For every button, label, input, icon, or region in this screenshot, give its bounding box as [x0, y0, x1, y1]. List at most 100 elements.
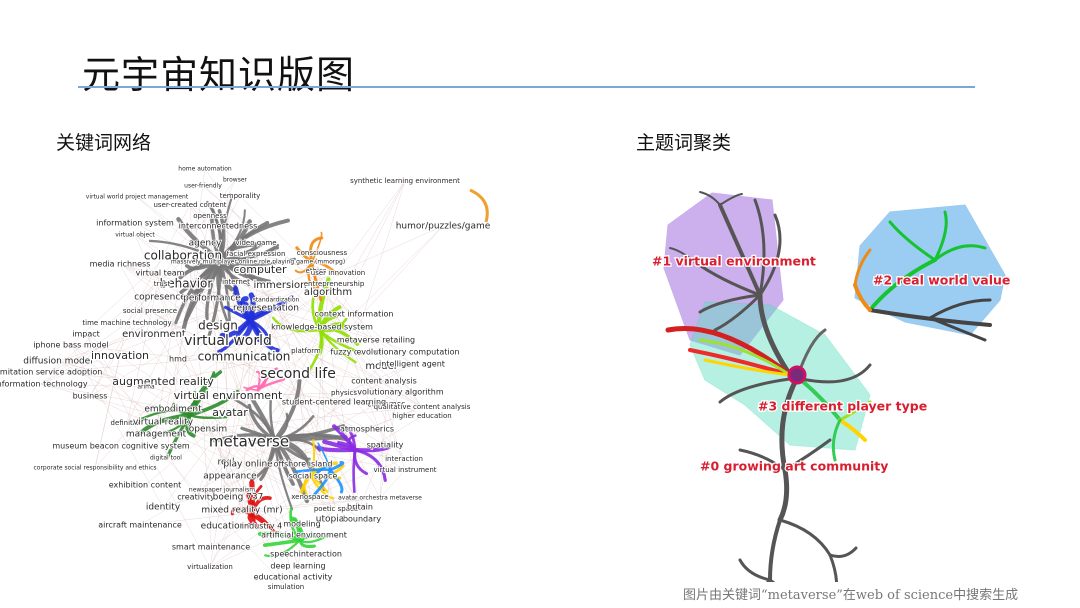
network-keyword: synthetic learning environment — [350, 177, 460, 185]
keyword-network-heading: 关键词网络 — [56, 132, 152, 154]
network-keyword: digital tool — [150, 455, 182, 462]
image-source-caption: 图片由关键词“metaverse”在web of science中搜索生成 — [683, 588, 1019, 603]
network-keyword: smart maintenance — [172, 543, 250, 552]
network-keyword: virtual environment — [174, 389, 283, 402]
network-keyword: interconnectedness — [179, 222, 258, 231]
network-keyword: definition — [111, 419, 144, 427]
network-keyword: second life — [260, 366, 336, 382]
network-keyword: user-friendly — [184, 183, 222, 190]
network-keyword: avatar — [212, 406, 248, 419]
network-keyword: openness — [193, 212, 227, 220]
network-keyword: play online — [223, 460, 273, 470]
network-keyword: offshore island — [274, 460, 333, 469]
network-keyword: business — [73, 392, 108, 401]
network-keyword: museum beacon cognitive system — [52, 442, 190, 451]
network-keyword: metaverse — [209, 433, 289, 451]
network-keyword: student-centered learning — [282, 398, 386, 407]
network-keyword: educational activity — [254, 573, 333, 582]
network-keyword: atmospherics — [340, 425, 394, 434]
cluster-label: #0 growing art community — [700, 459, 888, 474]
network-keyword: deep learning — [270, 562, 325, 571]
network-keyword: impact — [72, 330, 100, 339]
network-keyword: xenospace — [291, 493, 329, 501]
network-keyword: standardization — [253, 297, 300, 304]
title-underline — [78, 86, 975, 88]
network-keyword: humor/puzzles/game — [396, 222, 491, 232]
network-keyword: exhibition content — [109, 481, 182, 490]
network-keyword: temporality — [220, 192, 261, 200]
network-keyword: simulation — [268, 583, 305, 591]
network-keyword: customer — [367, 400, 405, 409]
network-keyword: opensim — [189, 425, 227, 435]
network-keyword: platform — [291, 347, 321, 355]
network-keyword: ethics — [306, 267, 327, 275]
network-keyword: appearance — [203, 472, 257, 482]
network-keyword: augmented reality — [112, 375, 214, 388]
network-keyword: trust — [154, 280, 171, 288]
network-keyword: design — [198, 319, 238, 333]
network-keyword: facial expression — [227, 250, 286, 258]
network-keyword: artificial environment — [261, 531, 347, 540]
network-keyword: creativity — [177, 493, 215, 502]
network-keyword: model — [365, 361, 396, 372]
network-keyword: virtual team — [136, 269, 185, 278]
network-keyword: avatar orchestra metaverse — [338, 495, 422, 502]
network-keyword: speechinteraction — [270, 550, 342, 559]
network-keyword: virtual instrument — [374, 466, 437, 474]
network-keyword: immersion — [254, 280, 307, 291]
network-keyword: industry 4 — [242, 522, 282, 531]
network-keyword: representation — [233, 304, 299, 314]
network-keyword: virtual object — [115, 232, 155, 239]
network-keyword: virtual world — [184, 333, 272, 349]
cluster-label: #1 virtual environment — [652, 254, 816, 269]
network-keyword: education — [201, 522, 246, 532]
network-keyword: algorithm — [304, 287, 352, 298]
topic-cluster-graph: #1 virtual environment#2 real world valu… — [651, 191, 1012, 582]
network-keyword: diffusion model — [23, 357, 92, 367]
network-keyword: newspaper journalism — [189, 487, 255, 494]
network-keyword: arima — [137, 384, 155, 391]
network-keyword: corporate social responsibility and ethi… — [33, 465, 156, 472]
network-keyword: embodiment — [144, 405, 202, 415]
network-keyword: hmd — [169, 355, 187, 364]
network-keyword: evolutionary algorithm — [352, 388, 443, 397]
network-edges — [40, 168, 489, 588]
network-keyword: intelligent agent — [379, 360, 445, 369]
network-keyword: agency — [189, 239, 222, 249]
cluster-branches — [665, 191, 992, 582]
network-keyword: communication — [198, 350, 291, 364]
network-keyword: higher education — [392, 412, 451, 420]
slide-title: 元宇宙知识版图 — [82, 53, 356, 97]
network-keyword: information technology — [0, 380, 88, 389]
network-keyword: entrepreneurship — [304, 280, 365, 288]
network-keyword: performance — [183, 294, 241, 304]
network-keyword: innovation — [91, 349, 149, 362]
network-keyword: fuzzy control — [330, 348, 381, 357]
cluster-labels: #1 virtual environment#2 real world valu… — [651, 252, 1012, 475]
network-keyword: evolutionary computation — [356, 348, 459, 357]
network-keyword: information system — [96, 219, 174, 228]
network-keyword: iphone bass model — [33, 341, 109, 350]
network-keyword: physics — [331, 389, 357, 397]
network-keyword: mixed reality (mr) — [201, 506, 282, 516]
network-keyword: internet — [222, 278, 250, 286]
network-keyword: home automation — [178, 166, 232, 173]
network-keyword: imitation service adoption — [0, 368, 102, 377]
network-keyword: aircraft maintenance — [98, 521, 182, 530]
network-keyword: computer — [233, 263, 287, 276]
network-keyword: media richness — [90, 260, 151, 269]
network-keyword: social space — [289, 472, 338, 481]
network-keyword: spatiality — [367, 441, 404, 450]
cluster-label: #3 different player type — [758, 399, 927, 414]
network-keyword: knowledge-based system — [271, 323, 373, 332]
network-keyword: collaboration — [144, 249, 222, 263]
network-keyword: real — [217, 458, 234, 468]
network-keyword: content analysis — [351, 377, 417, 386]
network-keyword: virtualization — [187, 563, 233, 571]
network-keyword: boundary — [343, 515, 381, 524]
network-keyword: virtual world project management — [86, 194, 189, 201]
network-keyword: browser — [223, 177, 248, 184]
network-keyword: management — [126, 430, 187, 440]
